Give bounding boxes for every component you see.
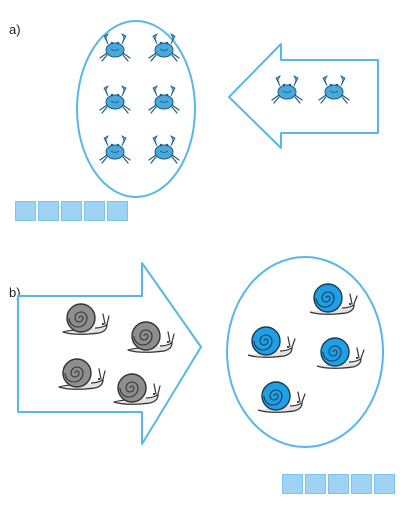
- answer-box[interactable]: [351, 474, 372, 494]
- exercise-b-label: b): [9, 285, 21, 300]
- answer-boxes-b: [282, 474, 395, 494]
- answer-box[interactable]: [84, 201, 105, 221]
- answer-box[interactable]: [305, 474, 326, 494]
- snail-group-oval: [226, 256, 384, 448]
- answer-box[interactable]: [328, 474, 349, 494]
- answer-box[interactable]: [15, 201, 36, 221]
- answer-box[interactable]: [282, 474, 303, 494]
- answer-box[interactable]: [61, 201, 82, 221]
- crab-arrow-left: [228, 43, 379, 149]
- exercise-a-label: a): [9, 22, 21, 37]
- answer-box[interactable]: [374, 474, 395, 494]
- answer-box[interactable]: [107, 201, 128, 221]
- answer-boxes-a: [15, 201, 128, 221]
- answer-box[interactable]: [38, 201, 59, 221]
- snail-arrow-right: [17, 262, 202, 445]
